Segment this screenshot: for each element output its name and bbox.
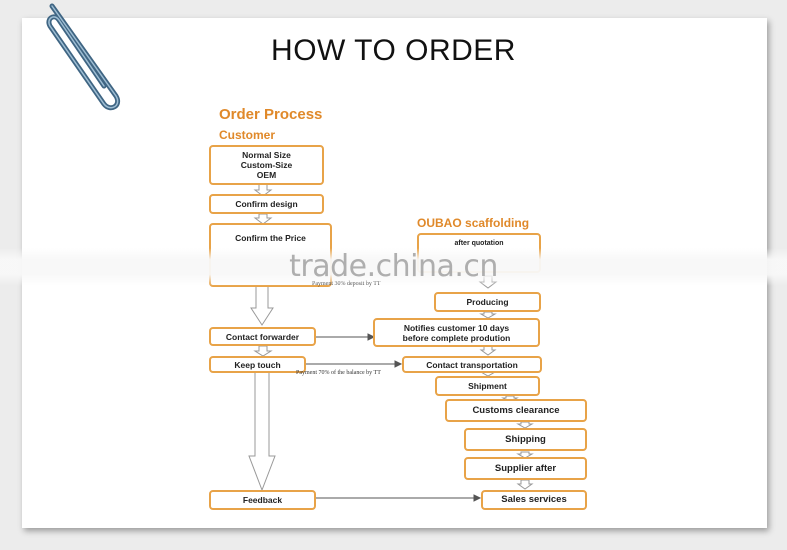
shipment-box: Shipment [435,376,540,396]
supplier-lane-label: OUBAO scaffolding [417,216,529,230]
notifies-line-1: Notifies customer 10 days [403,322,510,333]
order-options-box: Normal Size Custom-Size OEM [209,145,324,185]
customs-clearance-box: Customs clearance [445,399,587,422]
arrow-design-to-price [253,213,273,225]
page-heading: HOW TO ORDER [271,34,516,67]
shipping-box: Shipping [464,428,587,451]
notifies-line-2: before complete prodution [402,332,511,343]
option-normal-size: Normal Size [242,150,291,160]
contact-forwarder-box: Contact forwarder [209,327,316,346]
option-oem: OEM [256,170,277,180]
feedback-box: Feedback [209,490,316,510]
customer-lane-label: Customer [219,128,276,142]
contact-transportation-box: Contact transportation [402,356,542,373]
arrow-after-to-sales [516,479,534,490]
arrow-customs-to-shipping [516,421,534,429]
arrow-producing-to-notify [479,311,497,319]
keep-touch-box: Keep touch [209,356,306,373]
notifies-box: Notifies customer 10 days before complet… [373,318,540,347]
supplier-after-box: Supplier after [464,457,587,480]
flowchart-title: Order Process [219,106,323,123]
watermark-band [0,248,787,286]
supplier-brand: OUBAO [417,216,462,230]
option-custom-size: Custom-Size [240,160,293,170]
arrow-shipping-to-after [516,451,534,459]
paperclip-icon [46,3,120,111]
confirm-design-box: Confirm design [209,194,324,214]
supplier-brand-rest: scaffolding [465,216,530,230]
arrow-options-to-design [253,183,273,197]
arrow-forwarder-to-keeptouch [253,345,273,357]
sales-services-box: Sales services [481,490,587,510]
balance-note: Payment 70% of the balance by TT [296,370,381,376]
producing-box: Producing [434,292,541,312]
arrow-price-to-forwarder [250,285,274,326]
watermark-text: trade.china.cn [289,249,498,284]
arrow-notify-to-transport [479,345,497,356]
arrow-keeptouch-to-feedback [248,371,276,492]
